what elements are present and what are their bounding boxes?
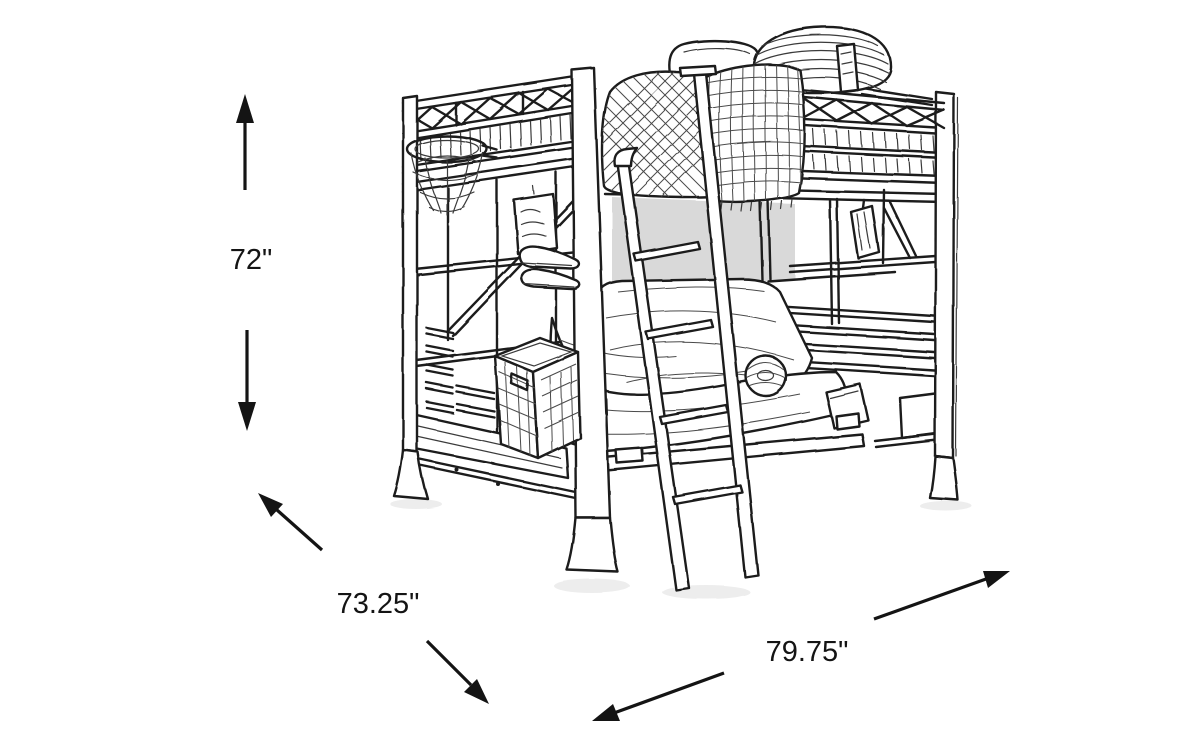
- depth-arrow-upleft-shaft: [275, 508, 324, 552]
- bed-sketch: [390, 25, 972, 599]
- ladder-rung: [671, 483, 744, 506]
- height-dimension-label: 72": [230, 244, 273, 276]
- basketball-hoop: [405, 134, 499, 216]
- height-arrow-down-head: [238, 402, 256, 431]
- bed-frame: [392, 66, 960, 574]
- width-dimension-label: 79.75": [766, 636, 849, 668]
- wall-poster: [512, 185, 559, 256]
- width-arrow-downleft-shaft: [613, 671, 725, 715]
- width-arrow-upright-head: [983, 571, 1010, 588]
- width-arrow-downleft-head: [592, 704, 620, 721]
- sneakers: [518, 245, 581, 291]
- depth-arrow-downright-head: [464, 679, 489, 704]
- depth-dimension-label: 73.25": [337, 588, 420, 620]
- hoop-net: [410, 152, 484, 216]
- height-dimension: 72": [230, 94, 273, 431]
- bed-posts: [392, 66, 960, 574]
- depth-dimension: 73.25": [258, 493, 489, 704]
- storage-basket: [493, 336, 582, 460]
- width-arrow-upright-shaft: [873, 577, 987, 621]
- depth-arrow-upleft-head: [258, 493, 283, 517]
- futon-round-pillow: [744, 354, 788, 398]
- ladder-rung: [632, 240, 702, 263]
- ladder-rung: [658, 403, 730, 426]
- ladder-rung: [644, 318, 715, 341]
- height-arrow-up-head: [236, 94, 254, 123]
- depth-arrow-downright-shaft: [425, 639, 473, 687]
- width-dimension: 79.75": [592, 571, 1010, 721]
- dimension-annotations: 72" 73.25" 79.75": [230, 94, 1010, 721]
- ladder: [613, 64, 760, 592]
